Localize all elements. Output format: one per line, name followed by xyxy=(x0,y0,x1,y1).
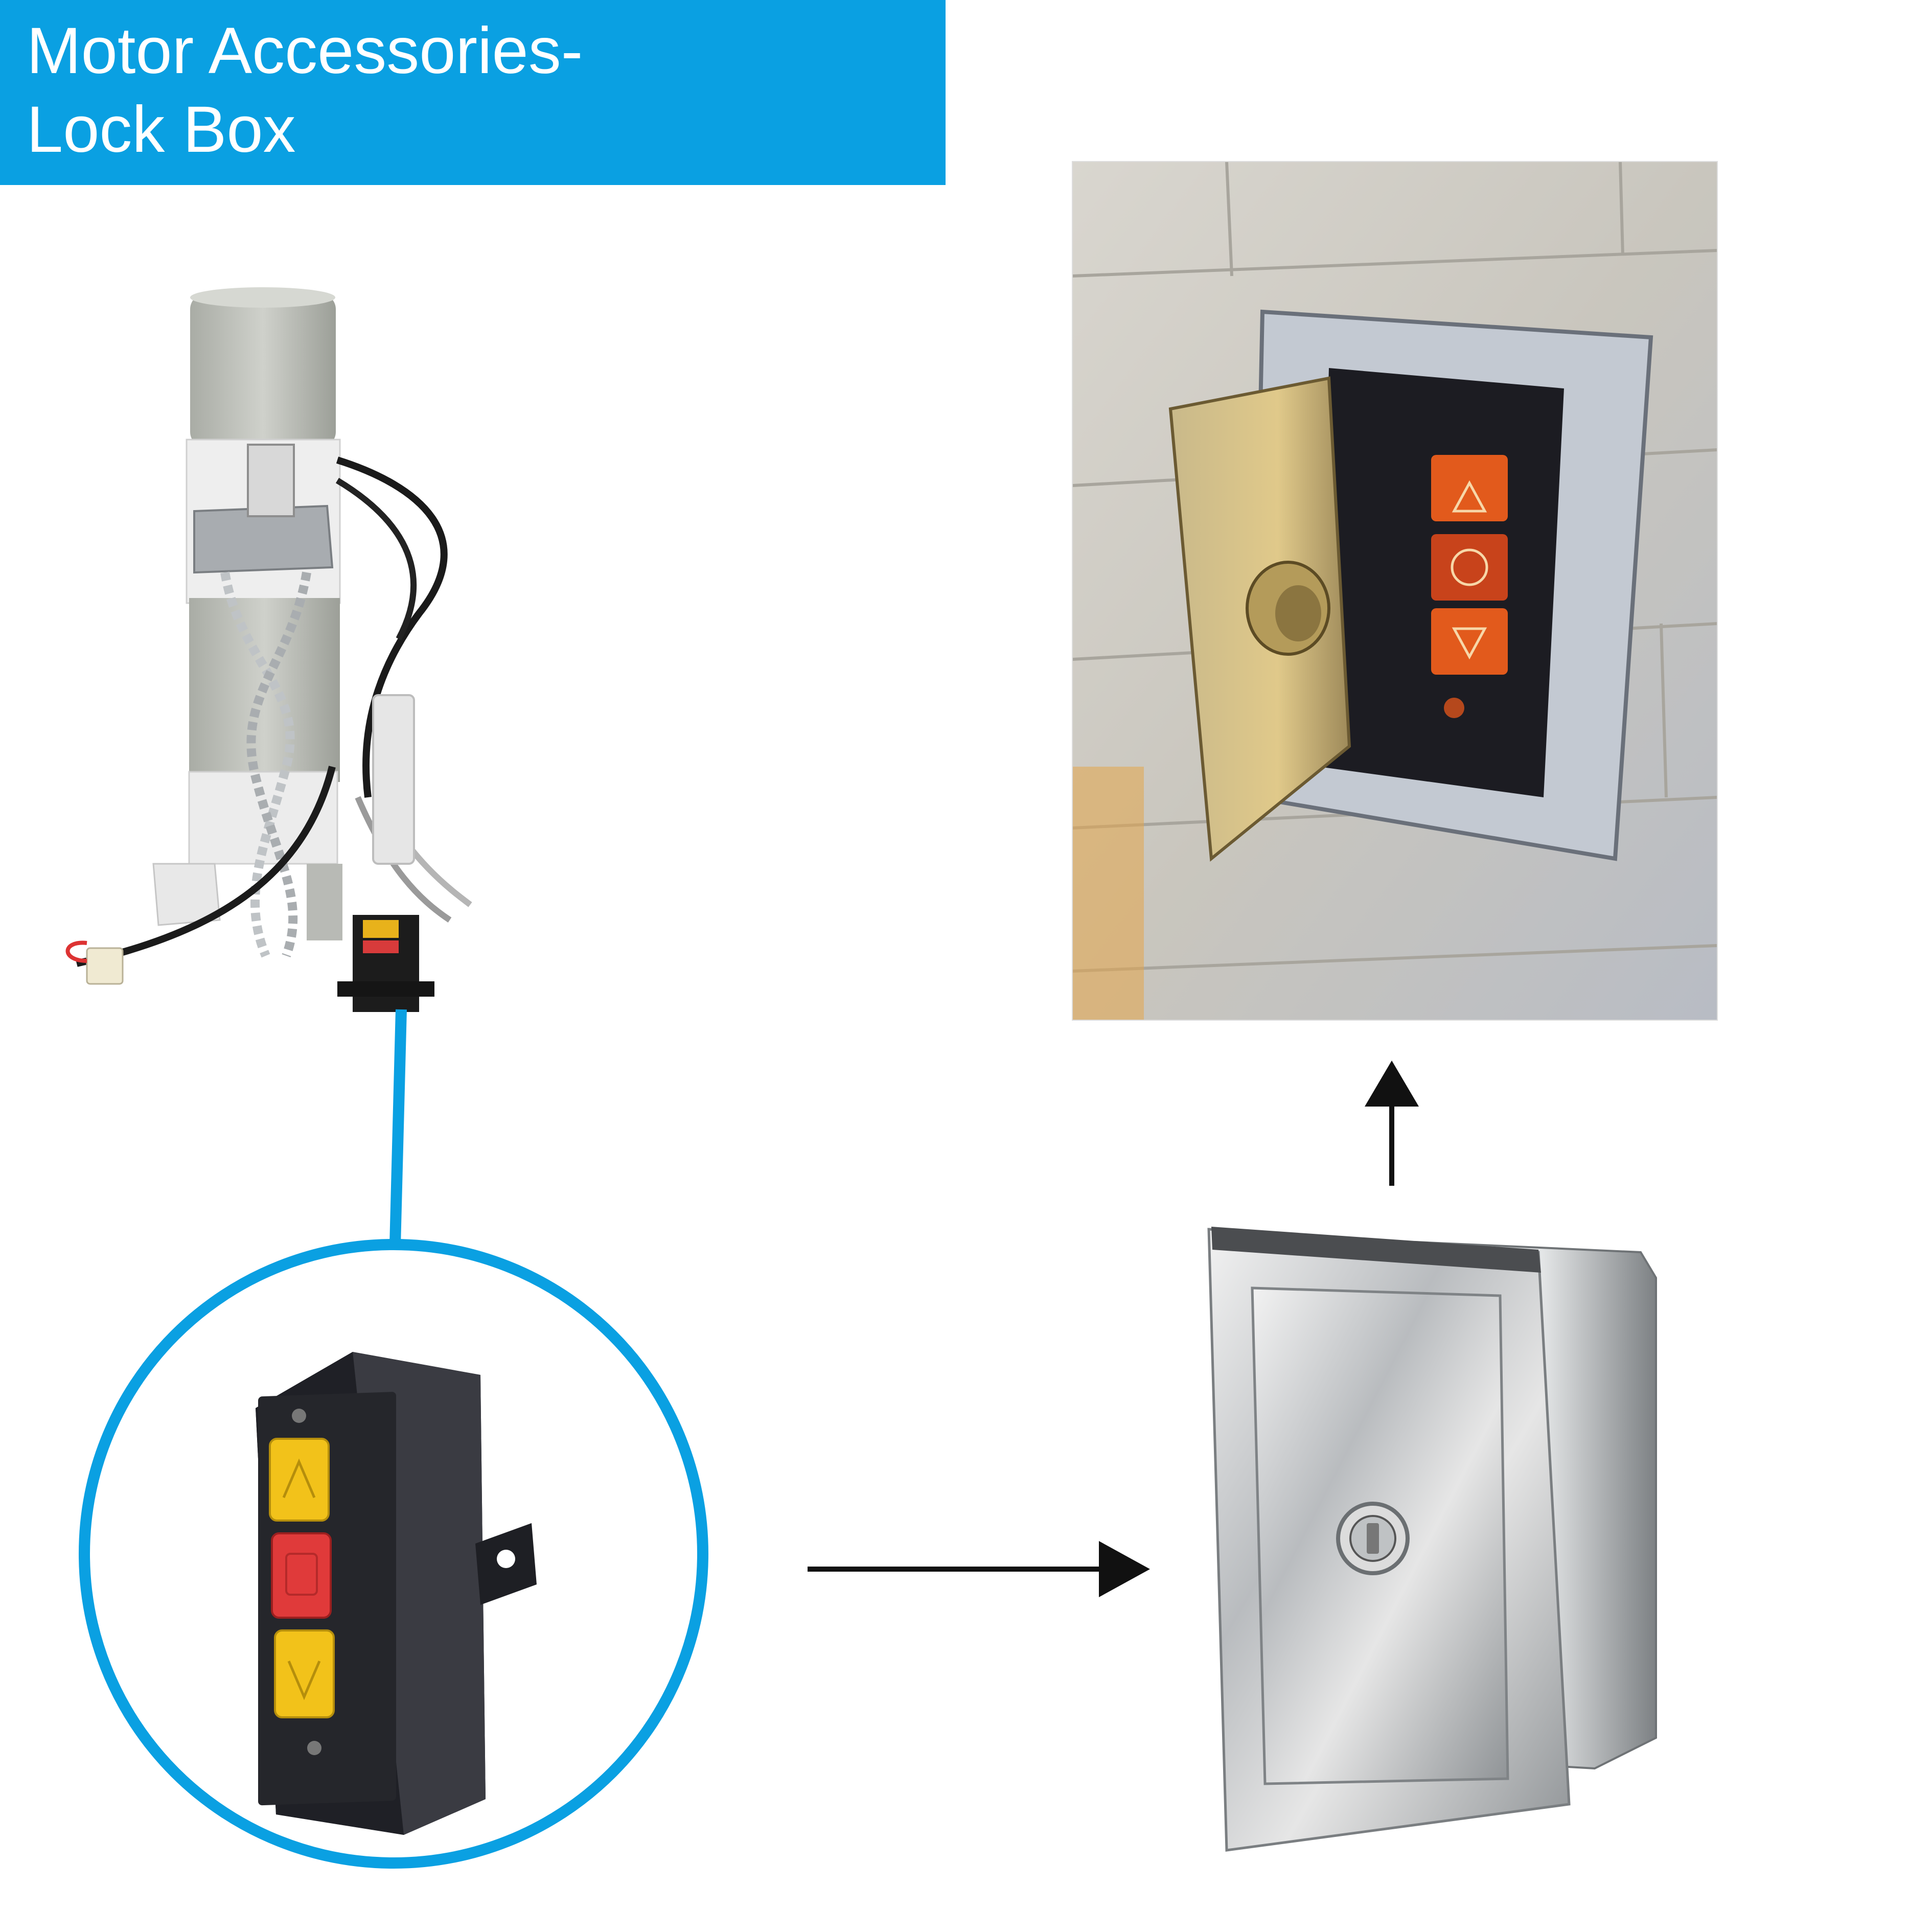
stop-icon xyxy=(285,1553,318,1596)
triangle-down-icon xyxy=(1452,627,1487,660)
arrow-up xyxy=(1365,1061,1419,1186)
installed-stop-button xyxy=(1431,534,1508,601)
installed-down-button xyxy=(1431,608,1508,675)
arrow-right xyxy=(808,1541,1150,1597)
page-title-line-1: Motor Accessories- xyxy=(27,14,583,87)
triangle-up-icon xyxy=(1452,480,1487,513)
triangle-up-icon xyxy=(282,1458,316,1498)
page-title-line-2: Lock Box xyxy=(27,93,296,166)
up-button-yellow[interactable] xyxy=(269,1438,330,1522)
control-switch-callout xyxy=(79,1239,708,1869)
key-lock-icon xyxy=(1336,1502,1410,1575)
triangle-down-icon xyxy=(287,1661,321,1700)
stop-button-red[interactable] xyxy=(271,1532,332,1619)
lock-box-closed xyxy=(1207,1227,1657,1852)
tubular-motor xyxy=(65,287,472,1012)
installed-lock-box-photo xyxy=(1072,162,1717,1020)
connector-line xyxy=(389,1009,407,1266)
installed-up-button xyxy=(1431,455,1508,521)
circle-stop-icon xyxy=(1451,548,1488,586)
title-banner: Motor Accessories- Lock Box xyxy=(0,0,946,185)
down-button-yellow[interactable] xyxy=(274,1629,335,1718)
door-key-lock xyxy=(1246,561,1330,656)
